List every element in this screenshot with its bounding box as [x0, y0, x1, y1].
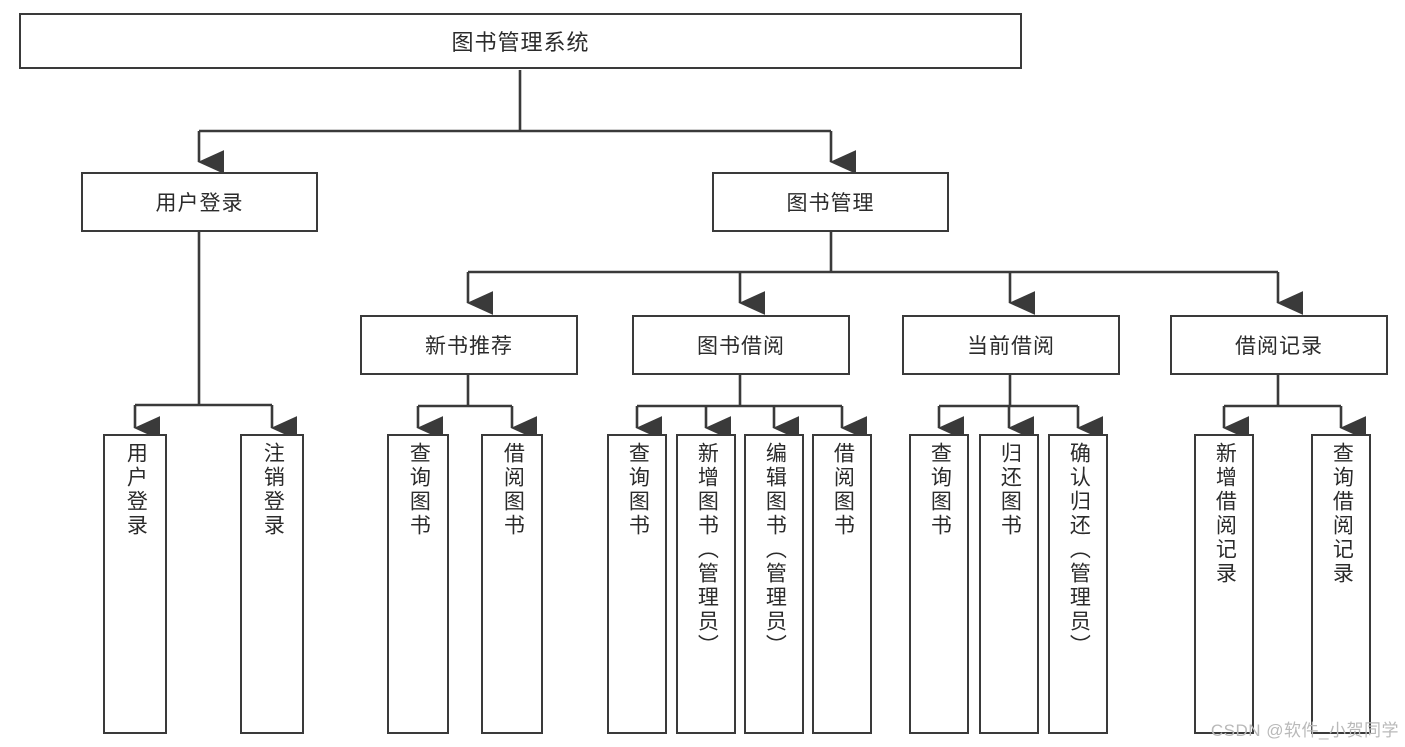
leaf-borrow-record-query[interactable]: 查询借阅记录 [1311, 434, 1371, 734]
leaf-new-book-query[interactable]: 查询图书 [387, 434, 449, 734]
node-borrow-record[interactable]: 借阅记录 [1170, 315, 1388, 375]
node-label: 借阅图书 [501, 442, 525, 538]
node-book-borrow[interactable]: 图书借阅 [632, 315, 850, 375]
leaf-user-login-logout[interactable]: 注销登录 [240, 434, 304, 734]
node-book-management[interactable]: 图书管理 [712, 172, 949, 232]
node-label: 用户登录 [155, 192, 244, 215]
leaf-borrow-record-add[interactable]: 新增借阅记录 [1194, 434, 1254, 734]
node-label: 图书管理 [786, 192, 875, 215]
node-label: 图书借阅 [697, 335, 785, 358]
node-label: 查询图书 [626, 442, 650, 538]
node-label: 查询借阅记录 [1330, 442, 1354, 586]
node-label: 用户登录 [124, 442, 148, 538]
leaf-user-login-login[interactable]: 用户登录 [103, 434, 167, 734]
node-label: 新书推荐 [425, 335, 513, 358]
node-label: 确认归还（管理员） [1067, 442, 1091, 658]
node-label: 编辑图书（管理员） [763, 442, 787, 658]
leaf-book-borrow-borrow[interactable]: 借阅图书 [812, 434, 872, 734]
node-label: 当前借阅 [967, 335, 1055, 358]
node-label: 图书管理系统 [451, 30, 590, 55]
node-current-borrow[interactable]: 当前借阅 [902, 315, 1120, 375]
node-label: 查询图书 [407, 442, 431, 538]
node-label: 归还图书 [998, 442, 1022, 538]
leaf-book-borrow-query[interactable]: 查询图书 [607, 434, 667, 734]
node-user-login[interactable]: 用户登录 [81, 172, 318, 232]
node-root-book-management-system[interactable]: 图书管理系统 [19, 13, 1022, 69]
node-label: 注销登录 [261, 442, 285, 538]
leaf-new-book-borrow[interactable]: 借阅图书 [481, 434, 543, 734]
node-new-book-recommend[interactable]: 新书推荐 [360, 315, 578, 375]
node-label: 借阅记录 [1235, 335, 1323, 358]
node-label: 新增借阅记录 [1213, 442, 1237, 586]
csdn-watermark: CSDN @软件_小贺同学 [1210, 721, 1399, 740]
leaf-current-borrow-return[interactable]: 归还图书 [979, 434, 1039, 734]
node-label: 借阅图书 [831, 442, 855, 538]
leaf-current-borrow-query[interactable]: 查询图书 [909, 434, 969, 734]
leaf-book-borrow-add[interactable]: 新增图书（管理员） [676, 434, 736, 734]
leaf-book-borrow-edit[interactable]: 编辑图书（管理员） [744, 434, 804, 734]
leaf-current-borrow-confirm-return[interactable]: 确认归还（管理员） [1048, 434, 1108, 734]
node-label: 查询图书 [928, 442, 952, 538]
node-label: 新增图书（管理员） [695, 442, 719, 658]
